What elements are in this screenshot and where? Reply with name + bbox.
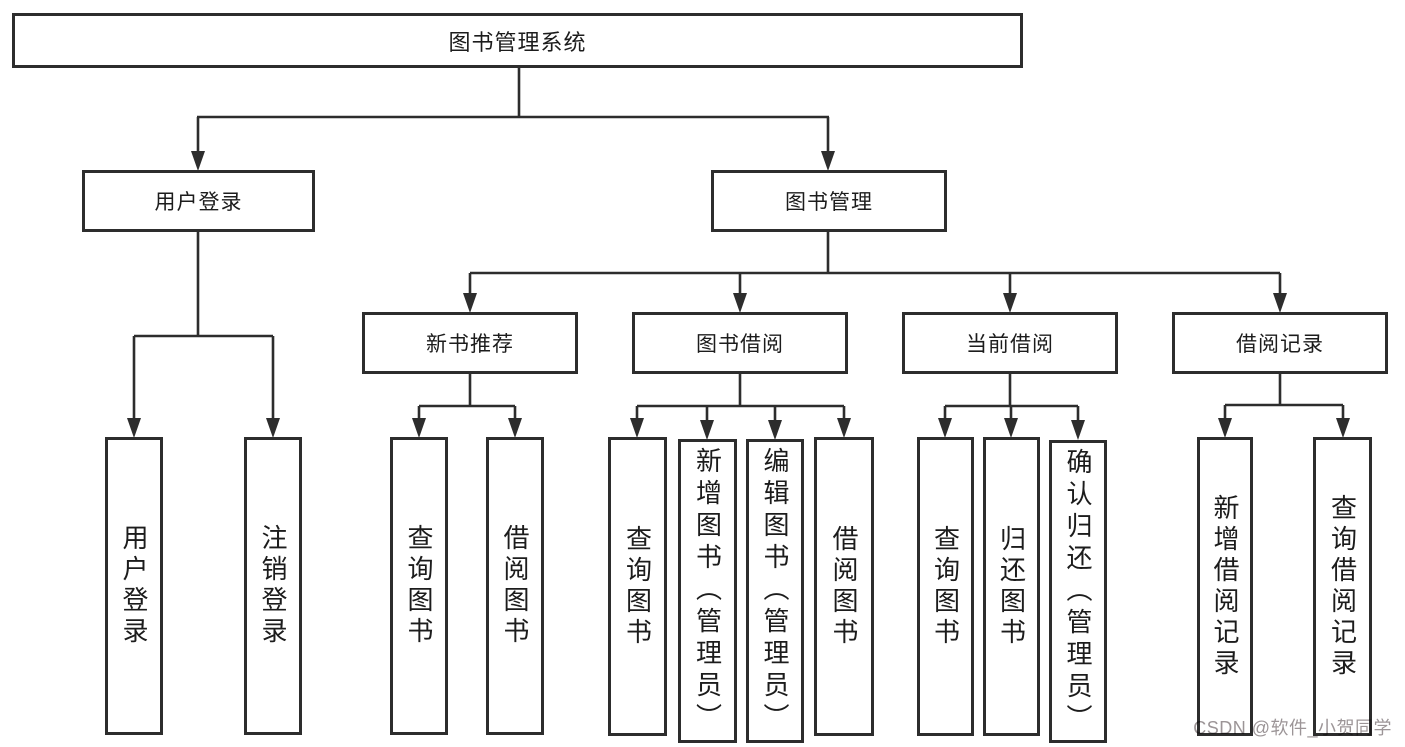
leaf-label: 查询图书 — [404, 524, 434, 648]
arrow-down-icon — [412, 418, 426, 438]
arrow-down-icon — [1004, 418, 1018, 438]
edge-records-to-leaves — [1223, 374, 1345, 419]
node-label: 借阅记录 — [1236, 333, 1324, 356]
leaf-user-login: 用户登录 — [105, 437, 163, 735]
node-label: 新书推荐 — [426, 333, 514, 356]
arrow-down-icon — [938, 418, 952, 438]
arrow-down-icon — [508, 418, 522, 438]
arrow-down-icon — [1003, 293, 1017, 313]
leaf-label: 用户登录 — [119, 524, 149, 648]
arrow-down-icon — [837, 418, 851, 438]
leaf-query-borrow-record: 查询借阅记录 — [1313, 437, 1372, 736]
arrowheads — [127, 151, 1350, 440]
leaf-label: 借阅图书 — [500, 524, 530, 648]
csdn-watermark: CSDN @软件_小贺同学 — [1193, 718, 1392, 738]
edge-recommend-to-leaves — [417, 374, 517, 419]
leaf-edit-books-admin: 编辑图书（管理员） — [746, 439, 804, 743]
arrow-down-icon — [1071, 420, 1085, 440]
leaf-borrow-books: 借阅图书 — [814, 437, 874, 736]
node-borrowing-records: 借阅记录 — [1172, 312, 1388, 374]
node-book-borrowing: 图书借阅 — [632, 312, 848, 374]
edge-userlogin-to-leaves — [132, 232, 275, 419]
edge-root-to-level2 — [196, 67, 830, 152]
arrow-down-icon — [630, 418, 644, 438]
leaf-label: 确认归还（管理员） — [1063, 447, 1093, 736]
leaf-label: 新增借阅记录 — [1210, 493, 1240, 680]
arrow-down-icon — [733, 293, 747, 313]
leaf-label: 查询图书 — [930, 524, 961, 649]
node-label: 图书管理 — [785, 191, 873, 214]
leaf-add-books-admin: 新增图书（管理员） — [678, 439, 737, 743]
node-label: 当前借阅 — [966, 333, 1054, 356]
node-new-book-recommendation: 新书推荐 — [362, 312, 578, 374]
edge-lines — [132, 67, 1345, 421]
node-label: 用户登录 — [154, 191, 243, 214]
leaf-query-books-recommend: 查询图书 — [390, 437, 448, 735]
node-label: 图书借阅 — [696, 333, 784, 356]
leaf-logout: 注销登录 — [244, 437, 302, 735]
node-user-login: 用户登录 — [82, 170, 315, 232]
arrow-down-icon — [266, 418, 280, 438]
leaf-label: 查询图书 — [622, 524, 653, 649]
leaf-label: 查询借阅记录 — [1327, 493, 1358, 680]
arrow-down-icon — [127, 418, 141, 438]
arrow-down-icon — [821, 151, 835, 171]
leaf-borrow-books-recommend: 借阅图书 — [486, 437, 544, 735]
node-current-borrowing: 当前借阅 — [902, 312, 1118, 374]
arrow-down-icon — [1336, 418, 1350, 438]
leaf-add-borrow-record: 新增借阅记录 — [1197, 437, 1253, 736]
arrow-down-icon — [700, 420, 714, 440]
edge-current-to-leaves — [943, 374, 1080, 421]
leaf-label: 注销登录 — [258, 524, 288, 648]
edge-bookmgmt-to-level3 — [468, 232, 1282, 294]
arrow-down-icon — [1273, 293, 1287, 313]
arrow-down-icon — [768, 420, 782, 440]
leaf-query-books-borrow: 查询图书 — [608, 437, 667, 736]
node-book-management: 图书管理 — [711, 170, 947, 232]
leaf-label: 归还图书 — [996, 524, 1027, 649]
leaf-label: 借阅图书 — [829, 524, 859, 649]
leaf-label: 编辑图书（管理员） — [760, 447, 790, 735]
edge-borrow-to-leaves — [635, 374, 846, 421]
leaf-return-books: 归还图书 — [983, 437, 1040, 736]
arrow-down-icon — [191, 151, 205, 171]
arrow-down-icon — [1218, 418, 1232, 438]
node-library-system: 图书管理系统 — [12, 13, 1023, 68]
leaf-label: 新增图书（管理员） — [692, 447, 723, 735]
leaf-query-books-current: 查询图书 — [917, 437, 974, 736]
arrow-down-icon — [463, 293, 477, 313]
node-label: 图书管理系统 — [448, 29, 587, 55]
leaf-confirm-return-admin: 确认归还（管理员） — [1049, 440, 1107, 743]
